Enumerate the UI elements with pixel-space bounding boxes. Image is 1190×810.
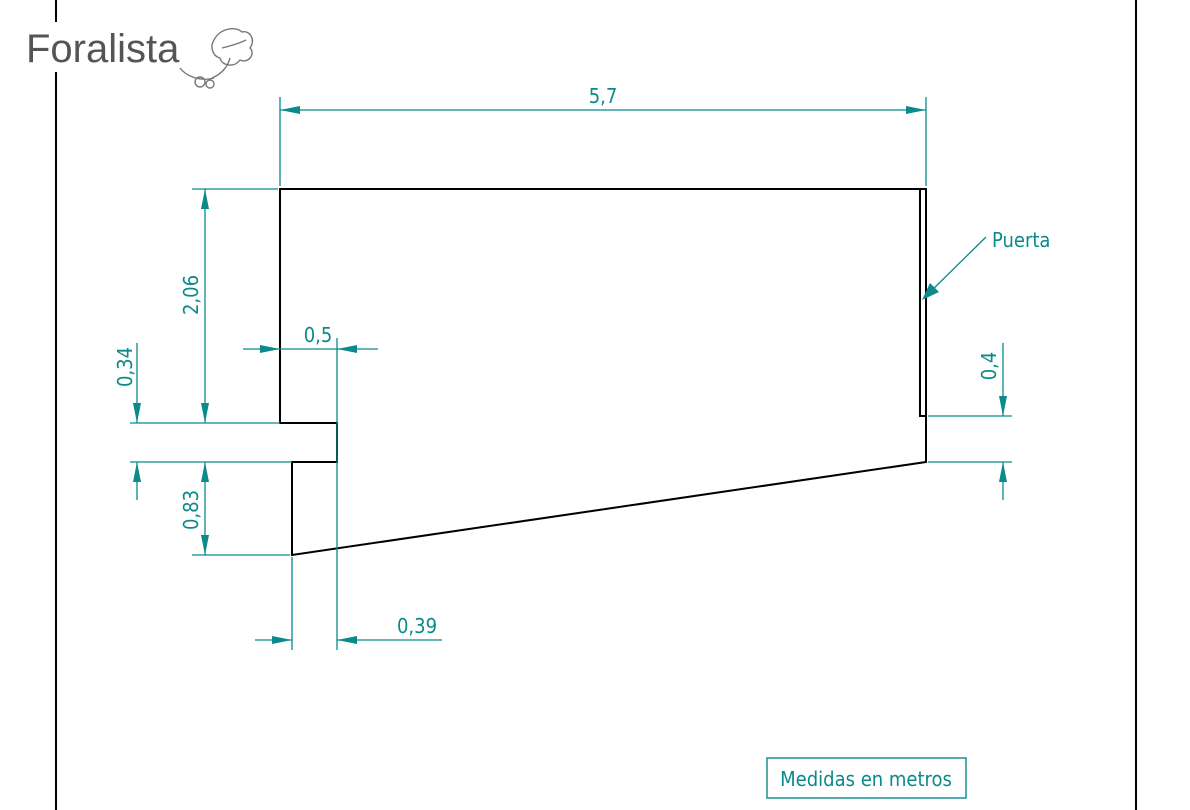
arrowhead bbox=[906, 106, 926, 114]
dimension-step-height: 0,34 bbox=[113, 343, 292, 500]
arrowhead bbox=[201, 403, 209, 423]
units-note: Medidas en metros bbox=[766, 757, 967, 799]
arrowhead bbox=[922, 283, 939, 300]
door-label: Puerta bbox=[992, 228, 1050, 252]
door-callout: Puerta bbox=[922, 228, 1050, 300]
arrowhead bbox=[260, 345, 280, 353]
plan-outline bbox=[279, 188, 927, 557]
dimension-label: 0,83 bbox=[179, 490, 203, 530]
arrowhead bbox=[999, 462, 1007, 482]
dimension-label: 0,4 bbox=[977, 352, 1001, 381]
units-note-box bbox=[766, 757, 967, 799]
arrowhead bbox=[337, 345, 357, 353]
dimension-left-upper-height: 2,06 bbox=[179, 188, 278, 423]
dimension-label: 0,39 bbox=[397, 614, 437, 638]
arrowhead bbox=[280, 106, 300, 114]
dimension-bottom-step-width: 0,39 bbox=[255, 557, 442, 650]
dimension-label: 5,7 bbox=[589, 84, 618, 108]
dimension-left-lower-height: 0,83 bbox=[179, 462, 290, 556]
arrowhead bbox=[133, 403, 141, 423]
dimension-top-width: 5,7 bbox=[279, 84, 927, 186]
foralista-logo: Foralista bbox=[22, 22, 254, 89]
logo-text: Foralista bbox=[26, 27, 180, 71]
dimension-label: 0,34 bbox=[113, 347, 137, 387]
dimension-step-width: 0,5 bbox=[243, 323, 378, 650]
arrowhead bbox=[201, 535, 209, 555]
door-outline bbox=[919, 189, 926, 417]
units-note-text: Medidas en metros bbox=[780, 767, 952, 791]
arrowhead bbox=[201, 462, 209, 482]
dimension-right-offset: 0,4 bbox=[928, 343, 1012, 500]
dimension-label: 2,06 bbox=[179, 275, 203, 315]
leaf-icon bbox=[179, 28, 254, 89]
arrowhead bbox=[201, 189, 209, 209]
dimension-label: 0,5 bbox=[304, 323, 333, 347]
arrowhead bbox=[337, 636, 357, 644]
arrowhead bbox=[999, 396, 1007, 416]
logo-background bbox=[22, 22, 202, 72]
arrowhead bbox=[133, 462, 141, 482]
arrowhead bbox=[272, 636, 292, 644]
